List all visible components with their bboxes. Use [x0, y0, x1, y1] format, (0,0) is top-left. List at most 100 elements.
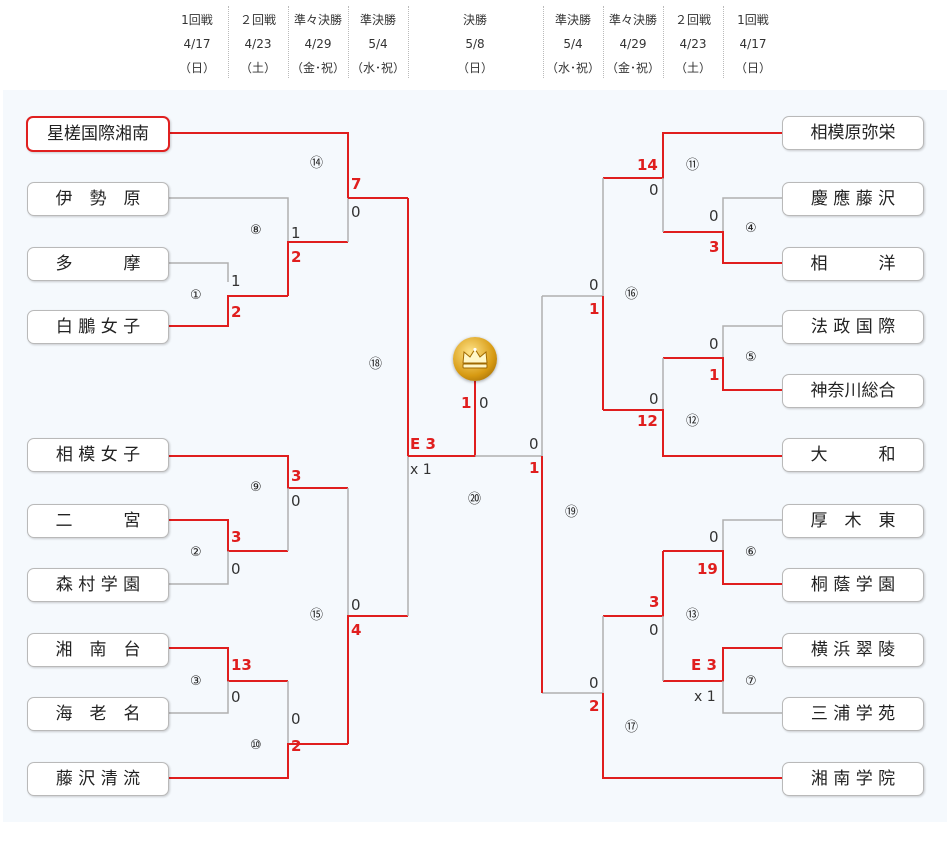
- game-number-10: ⑩: [250, 738, 262, 753]
- score: 14: [637, 156, 658, 174]
- winner-line: [168, 455, 348, 489]
- team-right-6[interactable]: 大 和: [782, 438, 924, 472]
- team-left-1[interactable]: 星槎国際湘南: [26, 116, 170, 152]
- team-left-2[interactable]: 伊 勢 原: [27, 182, 169, 216]
- game-number-7: ⑦: [745, 674, 757, 689]
- bracket-line: [168, 551, 229, 585]
- winner-line: [603, 409, 782, 457]
- team-left-7[interactable]: 森 村 学 園: [27, 568, 169, 602]
- team-right-1[interactable]: 相模原弥栄: [782, 116, 924, 150]
- bracket-line: [168, 262, 229, 282]
- team-right-5[interactable]: 神奈川総合: [782, 374, 924, 408]
- score: 3: [709, 238, 720, 256]
- team-left-3[interactable]: 多 摩: [27, 247, 169, 281]
- game-number-3: ③: [190, 674, 202, 689]
- score: 0: [709, 207, 719, 225]
- score: 0: [649, 181, 659, 199]
- bracket-line: [722, 197, 782, 232]
- bracket-line: [168, 197, 289, 242]
- score: x 1: [410, 462, 432, 478]
- team-right-3[interactable]: 相 洋: [782, 247, 924, 281]
- bracket-line: [722, 519, 782, 551]
- team-left-10[interactable]: 藤 沢 清 流: [27, 762, 169, 796]
- team-left-8[interactable]: 湘 南 台: [27, 633, 169, 667]
- score: 0: [351, 203, 361, 221]
- team-left-6[interactable]: 二 宮: [27, 504, 169, 538]
- score: E 3: [410, 435, 436, 453]
- score: 2: [291, 248, 302, 266]
- game-number-19: ⑲: [565, 505, 579, 520]
- team-right-7[interactable]: 厚 木 東: [782, 504, 924, 538]
- winner-line: [168, 132, 349, 198]
- score: 19: [697, 560, 718, 578]
- winner-line: [168, 647, 288, 682]
- team-right-2[interactable]: 慶 應 藤 沢: [782, 182, 924, 216]
- score: 0: [709, 335, 719, 353]
- score: 4: [351, 621, 362, 639]
- game-number-6: ⑥: [745, 545, 757, 560]
- score: 2: [291, 737, 302, 755]
- score: 0: [649, 390, 659, 408]
- team-right-11[interactable]: 湘 南 学 院: [782, 762, 924, 796]
- score: 0: [291, 492, 301, 510]
- score: 0: [649, 621, 659, 639]
- crown-trophy-icon: [453, 337, 497, 381]
- score: 7: [351, 175, 362, 193]
- game-number-14: ⑭: [310, 156, 324, 171]
- score: 3: [291, 467, 302, 485]
- team-right-9[interactable]: 横 浜 翠 陵: [782, 633, 924, 667]
- score: x 1: [694, 689, 716, 705]
- score: 12: [637, 412, 658, 430]
- game-number-9: ⑨: [250, 480, 262, 495]
- score: 3: [231, 528, 242, 546]
- game-number-16: ⑯: [625, 287, 639, 302]
- final-score-right: 0: [479, 394, 489, 412]
- game-number-15: ⑮: [310, 608, 324, 623]
- game-number-17: ⑰: [625, 720, 639, 735]
- team-right-8[interactable]: 桐 蔭 学 園: [782, 568, 924, 602]
- winner-line: [168, 519, 288, 552]
- bracket-line: [168, 681, 229, 714]
- winner-line: [603, 132, 782, 179]
- score: 0: [291, 710, 301, 728]
- score: 1: [589, 300, 600, 318]
- score: 0: [589, 674, 599, 692]
- score: 0: [231, 688, 241, 706]
- winner-line: [663, 231, 782, 264]
- score: 0: [529, 435, 539, 453]
- team-right-4[interactable]: 法 政 国 際: [782, 310, 924, 344]
- score: 1: [231, 272, 241, 290]
- game-number-11: ⑪: [686, 158, 700, 173]
- score: 0: [231, 560, 241, 578]
- winner-line: [287, 241, 348, 296]
- game-number-8: ⑧: [250, 223, 262, 238]
- score: 1: [291, 224, 301, 242]
- winner-line: [168, 743, 348, 779]
- winner-line: [663, 550, 782, 585]
- game-number-5: ⑤: [745, 350, 757, 365]
- game-number-2: ②: [190, 545, 202, 560]
- score: 2: [231, 303, 242, 321]
- team-right-10[interactable]: 三 浦 学 苑: [782, 697, 924, 731]
- winner-line: [602, 693, 782, 779]
- bracket-line: [722, 325, 782, 358]
- score: 1: [529, 459, 540, 477]
- score: E 3: [691, 656, 717, 674]
- score: 1: [709, 366, 720, 384]
- bracket-line: [722, 681, 782, 714]
- final-score-left: 1: [461, 394, 472, 412]
- team-left-4[interactable]: 白 鵬 女 子: [27, 310, 169, 344]
- game-number-12: ⑫: [686, 414, 700, 429]
- game-number-20: ⑳: [468, 492, 482, 507]
- team-left-9[interactable]: 海 老 名: [27, 697, 169, 731]
- score: 0: [351, 596, 361, 614]
- winner-line: [663, 357, 782, 391]
- team-left-5[interactable]: 相 模 女 子: [27, 438, 169, 472]
